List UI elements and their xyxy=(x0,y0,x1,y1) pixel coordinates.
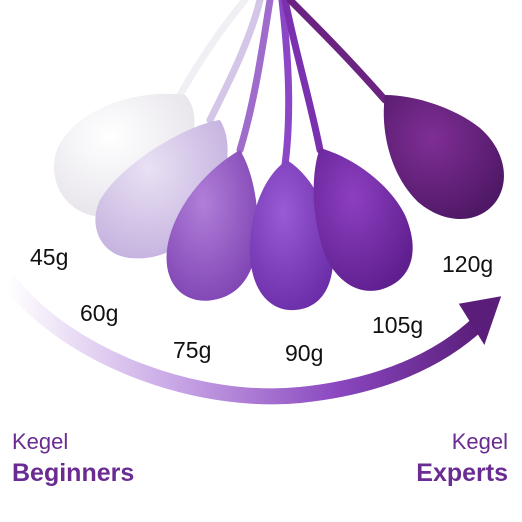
caption-right-bottom: Experts xyxy=(416,459,508,487)
weight-label-120g: 120g xyxy=(442,251,494,277)
caption-left-top: Kegel xyxy=(12,429,69,454)
progression-arrow xyxy=(1,275,502,405)
weight-label-75g: 75g xyxy=(173,337,212,363)
caption-right-top: Kegel xyxy=(451,429,508,454)
weight-90g xyxy=(250,160,334,311)
weight-75g xyxy=(166,150,258,301)
weight-105g xyxy=(313,148,413,291)
weight-label-90g: 90g xyxy=(285,340,324,366)
weight-label-45g: 45g xyxy=(30,244,69,270)
weight-label-60g: 60g xyxy=(80,300,119,326)
caption-left-bottom: Beginners xyxy=(12,459,135,487)
weight-label-105g: 105g xyxy=(372,312,424,338)
strings xyxy=(176,0,389,169)
weight-120g xyxy=(383,95,504,220)
